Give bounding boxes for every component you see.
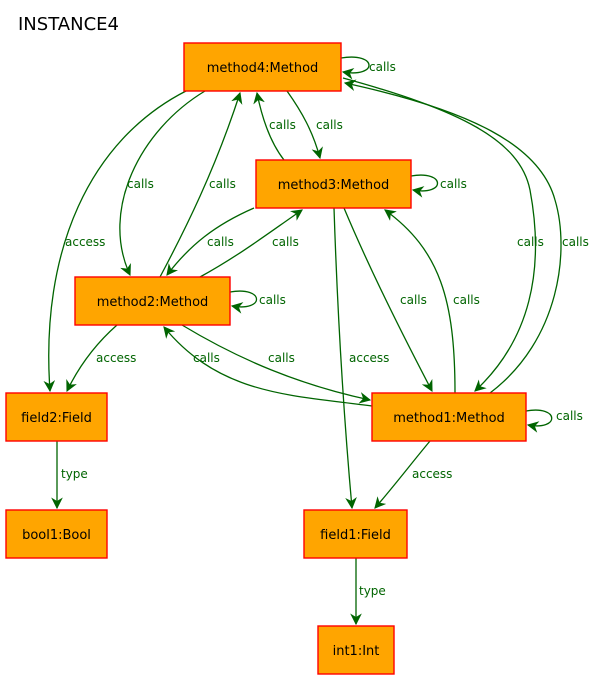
node-label: method2:Method — [97, 295, 209, 310]
edge-arrow — [333, 207, 357, 510]
edge-label: calls — [440, 177, 467, 191]
edge-method3-to-method3: calls — [410, 174, 467, 198]
edge-method2-to-method2: calls — [229, 290, 286, 314]
node-field1[interactable]: field1:Field — [303, 509, 408, 559]
edge-method3-to-method2: calls — [166, 207, 255, 276]
node-field2[interactable]: field2:Field — [5, 392, 108, 442]
node-box — [371, 392, 527, 442]
edge-method2-to-method4: calls — [159, 91, 243, 278]
edge-label: calls — [193, 351, 220, 365]
edges-layer: calls calls calls calls calls access calls call… — [43, 56, 589, 626]
edge-label: calls — [127, 177, 154, 191]
edge-method2-to-method1: calls — [181, 324, 372, 404]
edge-label: access — [65, 235, 105, 249]
node-label: method1:Method — [393, 411, 505, 426]
edge-label: type — [61, 467, 88, 481]
node-bool1[interactable]: bool1:Bool — [5, 509, 108, 559]
edge-method4-to-method1: calls — [342, 77, 544, 392]
node-box — [183, 42, 342, 92]
edge-label: calls — [453, 293, 480, 307]
edge-label: calls — [268, 351, 295, 365]
edge-method1-to-method3: calls — [384, 209, 480, 394]
edge-method4-to-method4: calls — [340, 56, 396, 80]
edge-arrow — [181, 324, 372, 404]
edge-method3-to-method4: calls — [253, 91, 296, 161]
diagram-title: INSTANCE4 — [18, 14, 119, 35]
node-label: field1:Field — [320, 528, 391, 543]
edge-arrow — [199, 209, 303, 278]
node-box — [74, 276, 231, 326]
edge-label: calls — [400, 293, 427, 307]
node-box — [255, 159, 412, 209]
edge-arrow — [343, 79, 562, 394]
edge-label: type — [359, 584, 386, 598]
edge-method1-to-field1: access — [374, 440, 452, 509]
edge-arrow — [340, 56, 370, 80]
nodes-layer: method4:Method method3:Method method2:Meth… — [5, 42, 527, 675]
edge-label: access — [96, 351, 136, 365]
edge-method1-to-method4: calls — [343, 79, 589, 394]
node-label: method4:Method — [207, 61, 319, 76]
edge-arrow — [286, 90, 323, 160]
edge-label: calls — [272, 235, 299, 249]
edge-method3-to-field1: access — [333, 207, 389, 510]
edge-label: calls — [209, 177, 236, 191]
node-method4[interactable]: method4:Method — [183, 42, 342, 92]
edge-arrow — [253, 91, 285, 161]
edge-label: access — [349, 351, 389, 365]
edge-method1-to-method2: calls — [163, 326, 373, 407]
edge-label: calls — [562, 235, 589, 249]
edge-label: calls — [556, 409, 583, 423]
edge-arrow — [343, 207, 433, 393]
edge-arrow — [119, 90, 206, 277]
edge-arrow — [374, 440, 431, 509]
node-label: bool1:Bool — [22, 528, 91, 543]
node-method3[interactable]: method3:Method — [255, 159, 412, 209]
edge-field1-to-int1: type — [350, 558, 386, 626]
node-method2[interactable]: method2:Method — [74, 276, 231, 326]
edge-arrow — [410, 174, 439, 198]
edge-arrow — [66, 324, 118, 393]
edge-arrow — [525, 409, 553, 433]
edge-arrow — [159, 91, 243, 278]
node-box — [5, 392, 108, 442]
edge-label: calls — [517, 235, 544, 249]
edge-method4-to-field2: access — [43, 90, 187, 393]
edge-arrow — [342, 77, 537, 392]
edge-method1-to-method1: calls — [525, 409, 583, 433]
node-box — [317, 625, 395, 675]
node-label: method3:Method — [278, 178, 390, 193]
edge-method3-to-method1: calls — [343, 207, 433, 393]
edge-method2-to-field2: access — [66, 324, 136, 393]
edge-label: calls — [316, 118, 343, 132]
edge-label: calls — [207, 235, 234, 249]
edge-label: calls — [369, 60, 396, 74]
edge-label: calls — [269, 118, 296, 132]
node-method1[interactable]: method1:Method — [371, 392, 527, 442]
node-box — [5, 509, 108, 559]
edge-arrow — [43, 90, 187, 393]
edge-method4-to-method3: calls — [286, 90, 343, 160]
edge-arrow — [166, 207, 255, 276]
node-int1[interactable]: int1:Int — [317, 625, 395, 675]
edge-field2-to-bool1: type — [51, 441, 88, 510]
edge-label: calls — [259, 293, 286, 307]
edge-arrow — [229, 290, 258, 314]
node-label: field2:Field — [21, 411, 92, 426]
edge-method4-to-method2: calls — [119, 90, 206, 277]
node-box — [303, 509, 408, 559]
edge-method2-to-method3: calls — [199, 209, 303, 278]
edge-arrow — [163, 326, 373, 407]
edge-arrow — [384, 209, 456, 394]
node-label: int1:Int — [333, 644, 380, 659]
edge-label: access — [412, 467, 452, 481]
